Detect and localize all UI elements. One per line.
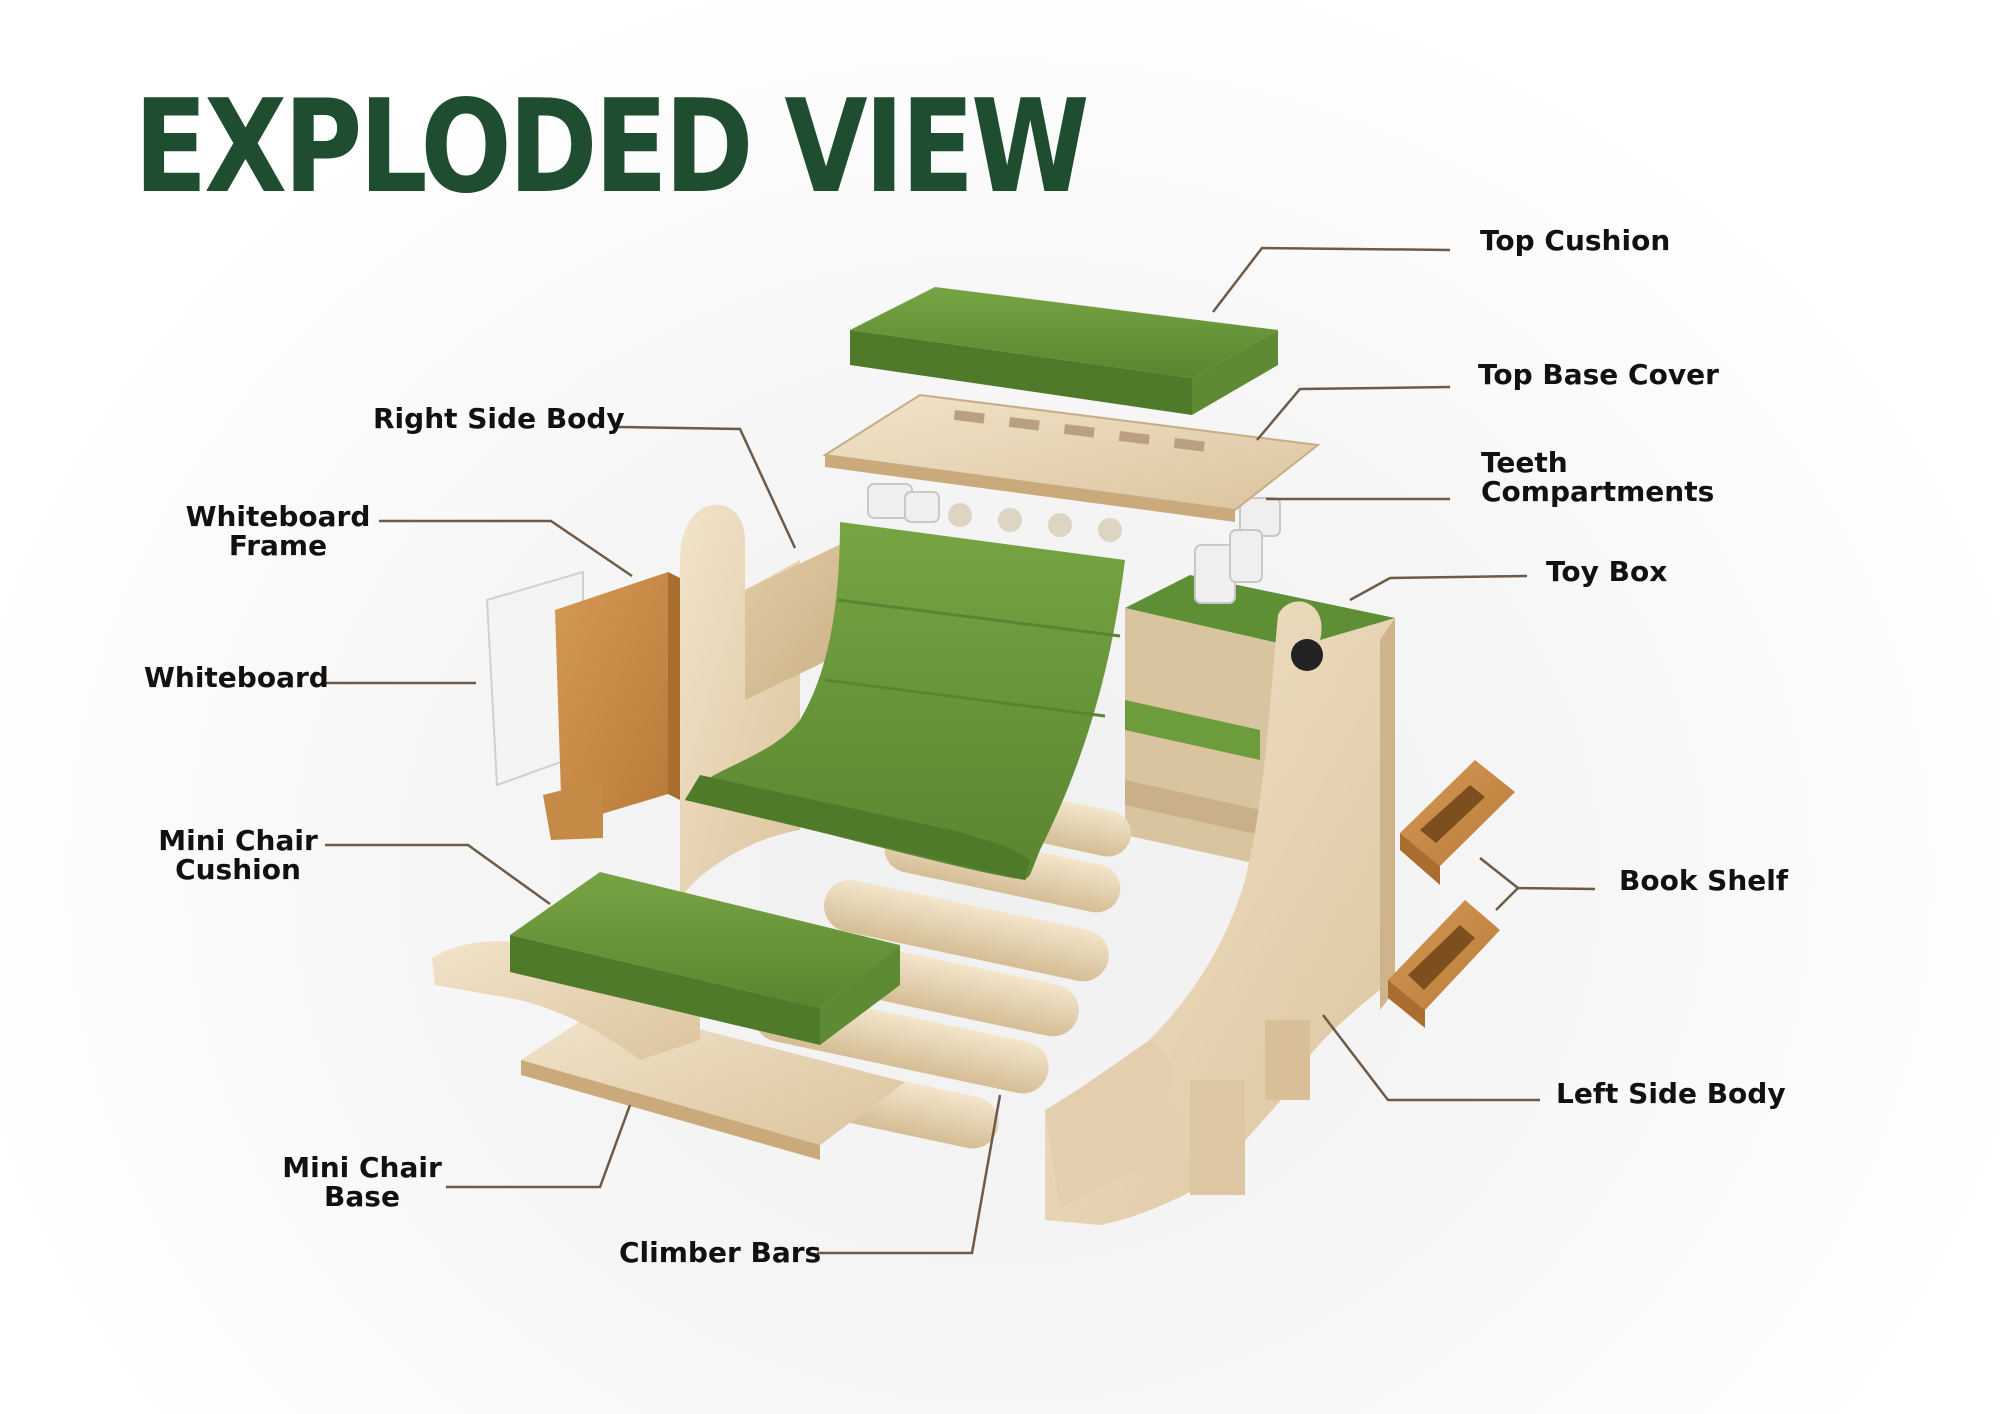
leader-left-side-body [1322, 1014, 1540, 1102]
label-mini-chair-base: Mini Chair Base [282, 1151, 442, 1213]
leader-book-shelf-2 [1495, 887, 1519, 911]
leader-mini-chair-cushion [325, 843, 551, 906]
whiteboard-frame-part [543, 572, 680, 840]
mini-chair-cushion-part [510, 872, 900, 1045]
label-mini-chair-cushion: Mini Chair Cushion [158, 824, 318, 886]
book-shelf-part [1388, 760, 1515, 1028]
left-side-body-part [1045, 601, 1395, 1225]
label-top-base-cover: Top Base Cover [1478, 358, 1719, 391]
leader-whiteboard-frame [379, 519, 633, 578]
label-whiteboard-frame: Whiteboard Frame [185, 500, 371, 562]
top-cushion-part [850, 287, 1278, 415]
leader-lines [325, 246, 1596, 1255]
label-toy-box: Toy Box [1546, 555, 1668, 588]
leader-book-shelf [1479, 857, 1596, 891]
leader-right-side-body [617, 425, 797, 549]
leader-top-base-cover [1256, 385, 1451, 441]
label-left-side-body: Left Side Body [1556, 1077, 1786, 1110]
leader-toy-box [1349, 574, 1528, 602]
teeth-compartments-part [867, 483, 1281, 604]
leader-top-cushion [1212, 246, 1451, 313]
label-climber-bars: Climber Bars [619, 1236, 822, 1269]
label-right-side-body: Right Side Body [373, 402, 625, 435]
leader-climber-bars [817, 1094, 1002, 1255]
label-top-cushion: Top Cushion [1480, 224, 1671, 257]
page-title: EXPLODED VIEW [134, 73, 1090, 222]
label-teeth-compartments: Teeth Compartments [1481, 446, 1715, 508]
label-book-shelf: Book Shelf [1619, 864, 1789, 897]
label-whiteboard: Whiteboard [144, 661, 329, 694]
mini-chair-frame-part [432, 941, 700, 1060]
top-base-cover-part [822, 393, 1321, 542]
leader-mini-chair-base [446, 1104, 632, 1189]
main-seat-cushion-part [685, 522, 1125, 880]
